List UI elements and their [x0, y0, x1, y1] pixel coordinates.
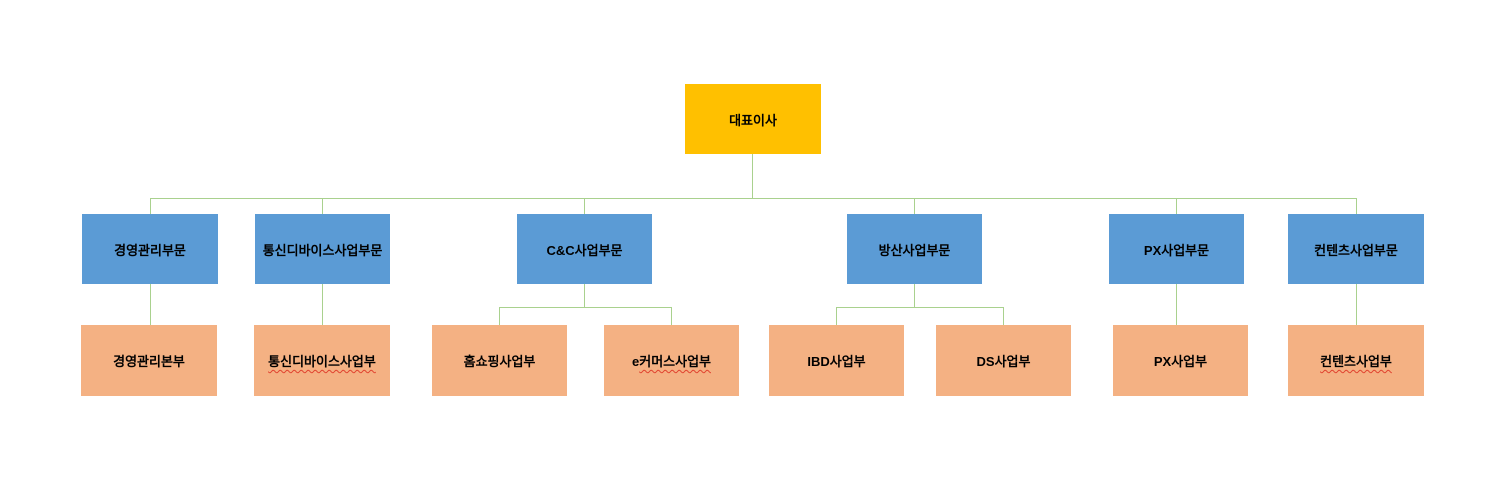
- org-node-division-management-label: 경영관리부문: [114, 242, 186, 258]
- connector-defense-drop: [914, 284, 915, 307]
- org-node-dep-ecommerce-prefix: e: [632, 354, 640, 369]
- connector-cnc-bus: [499, 307, 672, 308]
- org-node-dep-contents-label: 컨텐츠사업부: [1320, 354, 1392, 369]
- connector-management-to-dep: [150, 284, 151, 325]
- org-node-ceo[interactable]: 대표이사: [685, 84, 821, 154]
- connector-defense-bus: [836, 307, 1004, 308]
- org-node-division-px-label: PX사업부문: [1143, 242, 1210, 258]
- org-node-dep-management[interactable]: 경영관리본부: [81, 325, 217, 396]
- org-node-division-contents-label: 컨텐츠사업부문: [1314, 242, 1398, 258]
- connector-telecom-to-dep: [322, 284, 323, 325]
- org-node-dep-ds-label: DS사업부: [976, 354, 1031, 369]
- org-node-dep-ecommerce[interactable]: e커머스사업부: [604, 325, 739, 396]
- org-node-division-telecom-device-label: 통신디바이스사업부문: [262, 242, 383, 258]
- org-node-dep-ibd-label: IBD사업부: [807, 354, 866, 369]
- org-node-division-defense-label: 방산사업부문: [878, 242, 951, 258]
- connector-stub-homeshopping: [499, 307, 500, 325]
- connector-ceo-drop: [752, 154, 753, 198]
- org-node-dep-ecommerce-label: e커머스사업부: [632, 351, 711, 370]
- connector-stub-div-contents: [1356, 198, 1357, 214]
- org-node-dep-px-label: PX사업부: [1153, 354, 1208, 369]
- connector-px-to-dep: [1176, 284, 1177, 325]
- org-node-dep-contents[interactable]: 컨텐츠사업부: [1288, 325, 1424, 396]
- connector-cnc-drop: [584, 284, 585, 307]
- connector-divisions-bus: [150, 198, 1356, 199]
- connector-stub-ibd: [836, 307, 837, 325]
- connector-stub-ecommerce: [671, 307, 672, 325]
- connector-stub-div-cnc: [584, 198, 585, 214]
- org-node-division-px[interactable]: PX사업부문: [1109, 214, 1244, 284]
- org-node-dep-homeshopping-label: 홈쇼핑사업부: [463, 354, 536, 369]
- org-node-division-contents[interactable]: 컨텐츠사업부문: [1288, 214, 1424, 284]
- org-node-division-cnc[interactable]: C&C사업부문: [517, 214, 652, 284]
- org-node-dep-homeshopping[interactable]: 홈쇼핑사업부: [432, 325, 567, 396]
- connector-stub-ds: [1003, 307, 1004, 325]
- connector-contents-to-dep: [1356, 284, 1357, 325]
- org-node-division-cnc-label: C&C사업부문: [546, 242, 623, 258]
- org-node-dep-management-label: 경영관리본부: [113, 354, 185, 369]
- org-node-dep-ibd[interactable]: IBD사업부: [769, 325, 904, 396]
- connector-stub-div-telecom-device: [322, 198, 323, 214]
- connector-stub-div-px: [1176, 198, 1177, 214]
- org-node-dep-ds[interactable]: DS사업부: [936, 325, 1071, 396]
- org-node-division-defense[interactable]: 방산사업부문: [847, 214, 982, 284]
- connector-stub-div-management: [150, 198, 151, 214]
- org-node-division-management[interactable]: 경영관리부문: [82, 214, 218, 284]
- org-node-dep-telecom-device[interactable]: 통신디바이스사업부: [254, 325, 390, 396]
- org-node-division-telecom-device[interactable]: 통신디바이스사업부문: [255, 214, 390, 284]
- org-node-dep-ecommerce-squiggled-text: 커머스사업부: [639, 354, 711, 369]
- org-node-dep-px[interactable]: PX사업부: [1113, 325, 1248, 396]
- org-node-ceo-label: 대표이사: [729, 112, 777, 128]
- connector-stub-div-defense: [914, 198, 915, 214]
- org-node-dep-telecom-device-label: 통신디바이스사업부: [268, 354, 376, 369]
